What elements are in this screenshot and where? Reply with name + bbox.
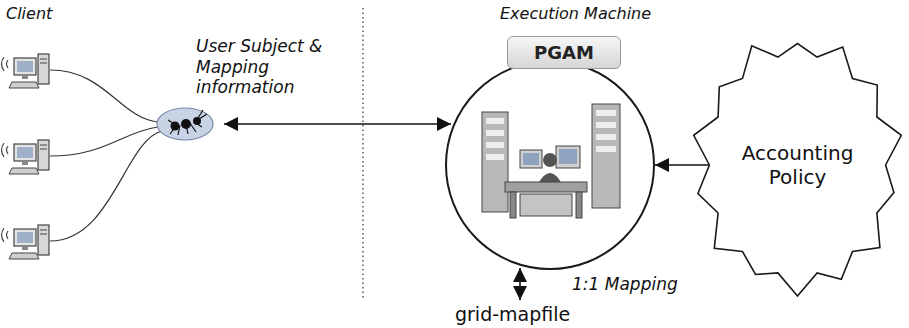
label-holder: grid-mapfile [455,303,570,326]
mapping-label: 1:1 Mapping [572,274,678,295]
machine-circle: PGAM [445,60,655,270]
heading-box: PGAM [507,36,621,69]
client-wires [50,70,162,241]
label-holder: Client [6,4,52,24]
section-label: Client [6,4,52,24]
exchange-arrow [224,123,451,125]
ant-icon [157,108,213,140]
node-text: Accounting Policy [723,141,873,189]
file-label: grid-mapfile [455,303,570,326]
label-holder: 1:1 Mapping [572,274,678,295]
callout-label: User Subject & Mapping information [196,36,361,98]
heading-text: PGAM [534,42,594,63]
connector-arrow [655,164,709,166]
server-cluster [482,104,620,218]
label-holder: Execution Machine [500,4,651,24]
policy-burst: Accounting Policy [690,30,905,300]
label-holder: User Subject & Mapping information [196,36,361,98]
section-label: Execution Machine [500,4,651,24]
mapping-arrow [519,268,521,300]
divider-line [362,8,364,300]
client-computers [2,54,50,259]
